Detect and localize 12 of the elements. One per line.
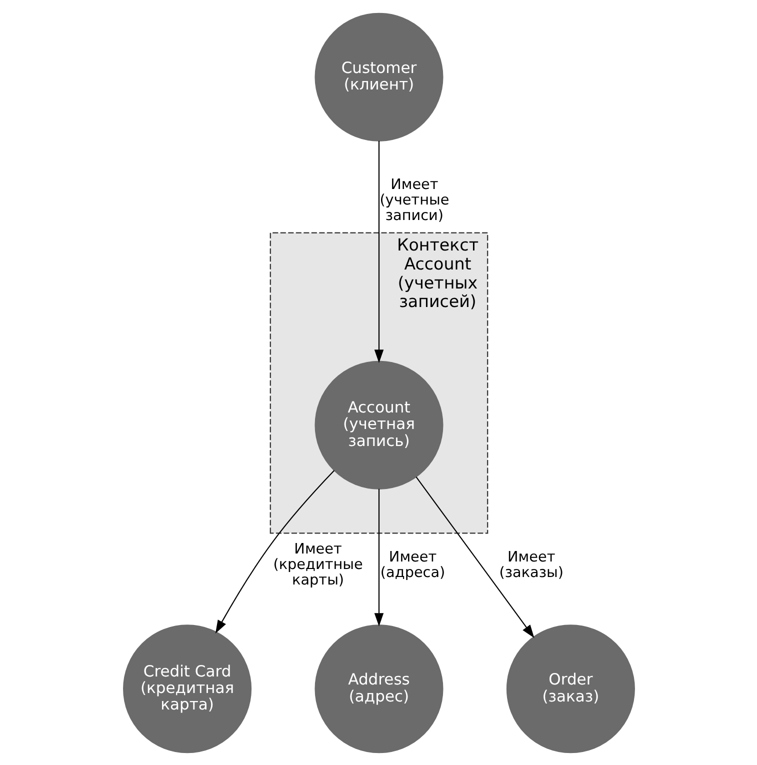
arrow <box>374 488 384 626</box>
edge-label: Имеет (заказы) <box>498 548 563 580</box>
node-circle: Customer (клиент) <box>314 12 443 141</box>
edge-label: Имеет (адреса) <box>380 548 445 580</box>
arrow <box>214 470 334 633</box>
edge-label: Имеет (кредитные карты) <box>272 541 362 588</box>
arrow <box>415 476 534 638</box>
node-circle: Credit Card (кредитная карта) <box>122 624 252 753</box>
arrow <box>374 140 384 362</box>
node-circle: Account (учетная запись) <box>314 360 443 489</box>
node-circle: Address (адрес) <box>314 624 443 753</box>
edge-label: Имеет (учетные записи) <box>379 176 449 224</box>
